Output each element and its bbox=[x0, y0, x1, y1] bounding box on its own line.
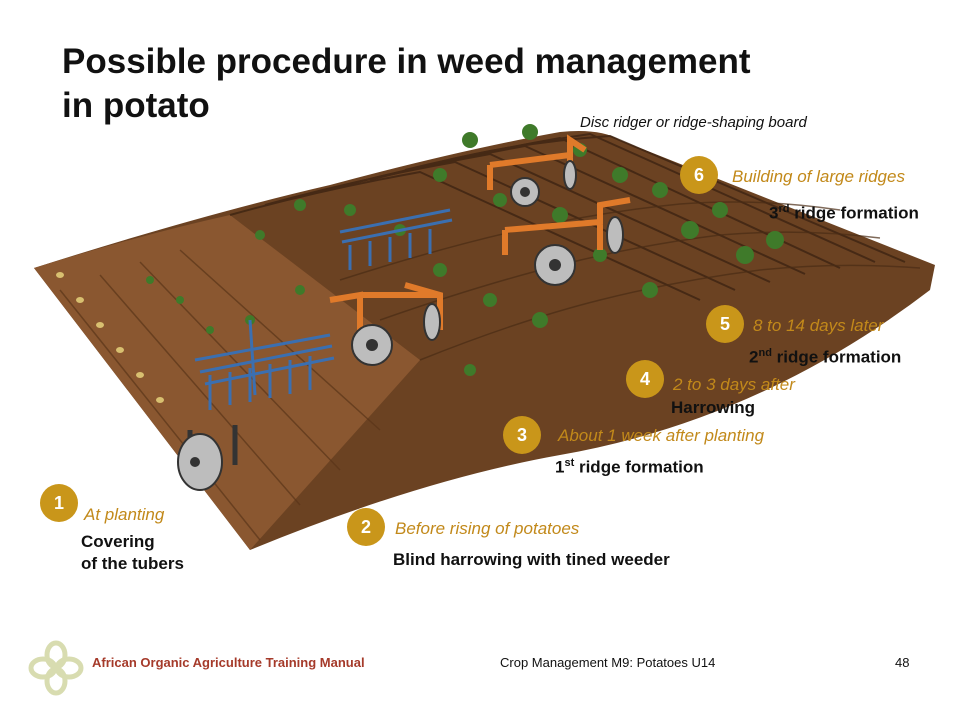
title-line-2: in potato bbox=[62, 86, 210, 125]
step-6-timing: Building of large ridges bbox=[732, 167, 905, 186]
step-3-action: 1st ridge formation bbox=[555, 457, 704, 477]
ridge-rows bbox=[229, 132, 906, 301]
ridger-2 bbox=[502, 197, 631, 286]
step-5-timing: 8 to 14 days later bbox=[753, 316, 884, 335]
seed-tubers bbox=[56, 272, 164, 403]
step-5-action: 2nd ridge formation bbox=[749, 347, 902, 367]
manual-logo-icon bbox=[28, 640, 84, 696]
step-6-badge: 6 bbox=[680, 156, 718, 194]
step-4-timing: 2 to 3 days after bbox=[673, 375, 795, 394]
step-1-badge: 1 bbox=[40, 484, 78, 522]
ridger-3 bbox=[487, 134, 587, 207]
step-2-badge: 2 bbox=[347, 508, 385, 546]
step-3-badge: 3 bbox=[503, 416, 541, 454]
step-2-timing: Before rising of potatoes bbox=[395, 519, 580, 538]
step-4-badge: 4 bbox=[626, 360, 664, 398]
step-2-action: Blind harrowing with tined weeder bbox=[393, 550, 670, 569]
step-5-badge: 5 bbox=[706, 305, 744, 343]
step-4-action: Harrowing bbox=[671, 398, 756, 417]
footer-module: Crop Management M9: Potatoes U14 bbox=[500, 655, 716, 670]
page-number: 48 bbox=[895, 655, 910, 670]
page-title: Possible procedure in weed management in… bbox=[62, 40, 822, 128]
step-6-action: 3rd ridge formation bbox=[769, 203, 919, 223]
step-1-timing: At planting bbox=[84, 505, 165, 524]
furrow-lines bbox=[59, 249, 381, 541]
ridger-1 bbox=[329, 282, 443, 366]
disc-ridger-note: Disc ridger or ridge-shaping board bbox=[580, 114, 807, 131]
step-3-timing: About 1 week after planting bbox=[558, 426, 765, 445]
footer-manual-title: African Organic Agriculture Training Man… bbox=[92, 655, 365, 670]
title-line-1: Possible procedure in weed management bbox=[62, 42, 751, 81]
soil-flat-section bbox=[34, 215, 420, 550]
planter-disc bbox=[177, 425, 238, 491]
tined-weeder-front bbox=[194, 319, 335, 410]
tined-weeder-back bbox=[339, 208, 453, 270]
step-1-action: Covering of the tubers bbox=[81, 532, 184, 573]
